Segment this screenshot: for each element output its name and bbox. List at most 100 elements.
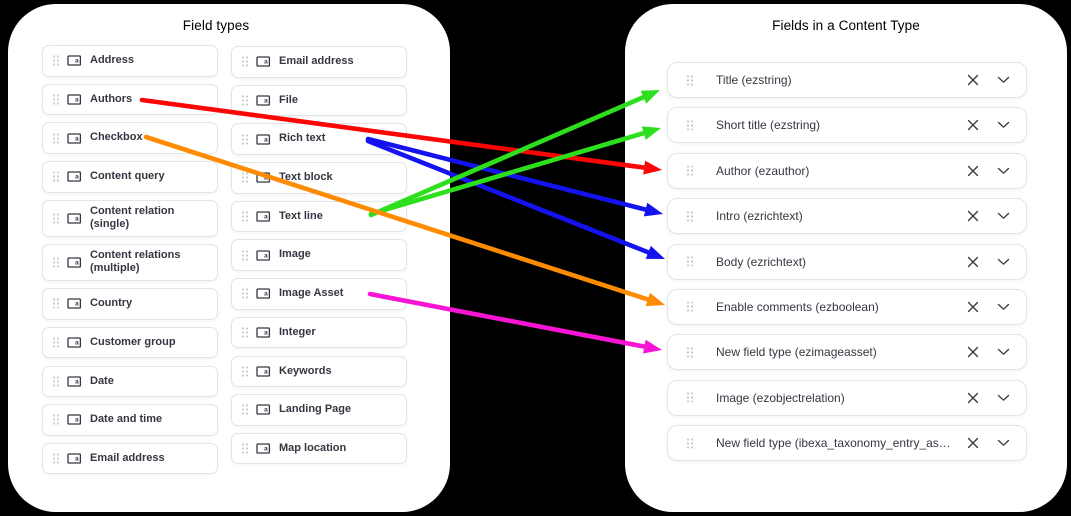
content-type-field-row[interactable]: Image (ezobjectrelation) xyxy=(667,379,1027,416)
content-type-field-row[interactable]: New field type (ezimageasset) xyxy=(667,334,1027,371)
field-type-item[interactable]: a Image xyxy=(231,239,407,271)
chevron-down-icon[interactable] xyxy=(996,300,1010,314)
svg-text:a: a xyxy=(264,330,268,337)
drag-handle-icon[interactable] xyxy=(52,297,60,310)
field-type-label: Date and time xyxy=(90,413,163,426)
drag-handle-icon[interactable] xyxy=(52,375,60,388)
chevron-down-icon[interactable] xyxy=(996,164,1010,178)
remove-field-button[interactable] xyxy=(966,118,980,132)
drag-handle-icon[interactable] xyxy=(52,170,60,183)
field-type-item[interactable]: a File xyxy=(231,84,407,117)
field-type-label: Checkbox xyxy=(90,131,143,144)
remove-field-button[interactable] xyxy=(966,391,980,405)
field-type-item[interactable]: a Authors xyxy=(42,83,218,116)
field-type-item[interactable]: a Content relations (multiple) xyxy=(42,243,218,281)
drag-handle-icon[interactable] xyxy=(52,54,60,67)
drag-handle-icon[interactable] xyxy=(52,336,60,349)
drag-handle-icon[interactable] xyxy=(52,413,60,426)
field-type-label: Text line xyxy=(279,209,323,222)
svg-text:a: a xyxy=(75,174,79,181)
drag-handle-icon[interactable] xyxy=(686,437,694,450)
field-type-label: File xyxy=(279,93,298,106)
field-type-item[interactable]: a Checkbox xyxy=(42,122,218,154)
field-type-label: Content relations (multiple) xyxy=(90,248,181,275)
field-type-item[interactable]: a Content query xyxy=(42,161,218,193)
remove-field-button[interactable] xyxy=(966,436,980,450)
svg-text:a: a xyxy=(75,97,79,104)
drag-handle-icon[interactable] xyxy=(686,74,694,87)
field-type-item[interactable]: a Landing Page xyxy=(231,394,407,426)
svg-text:a: a xyxy=(264,291,268,298)
drag-handle-icon[interactable] xyxy=(52,93,60,106)
svg-text:a: a xyxy=(264,252,268,259)
drag-handle-icon[interactable] xyxy=(241,94,249,107)
field-row-label: Short title (ezstring) xyxy=(716,118,821,133)
content-type-field-row[interactable]: Title (ezstring) xyxy=(667,62,1027,98)
drag-handle-icon[interactable] xyxy=(241,442,249,455)
svg-text:a: a xyxy=(75,260,79,267)
content-type-field-row[interactable]: Intro (ezrichtext) xyxy=(667,198,1027,235)
field-type-item[interactable]: a Customer group xyxy=(42,326,218,359)
remove-field-button[interactable] xyxy=(966,255,980,269)
field-type-label: Map location xyxy=(279,441,347,454)
chevron-down-icon[interactable] xyxy=(996,436,1010,450)
drag-handle-icon[interactable] xyxy=(686,119,694,132)
field-type-item[interactable]: a Date and time xyxy=(42,404,218,436)
drag-handle-icon[interactable] xyxy=(52,212,60,225)
field-type-item[interactable]: a Email address xyxy=(42,442,218,475)
content-type-field-row[interactable]: Body (ezrichtext) xyxy=(667,243,1027,280)
field-type-item[interactable]: a Content relation (single) xyxy=(42,199,218,237)
drag-handle-icon[interactable] xyxy=(241,55,249,68)
content-type-field-row[interactable]: Author (ezauthor) xyxy=(667,152,1027,189)
drag-handle-icon[interactable] xyxy=(241,326,249,339)
remove-field-button[interactable] xyxy=(966,164,980,178)
drag-handle-icon[interactable] xyxy=(241,249,249,262)
drag-handle-icon[interactable] xyxy=(241,133,249,146)
field-type-item[interactable]: a Date xyxy=(42,365,218,397)
drag-handle-icon[interactable] xyxy=(686,346,694,359)
field-type-item[interactable]: a Rich text xyxy=(231,123,407,155)
drag-handle-icon[interactable] xyxy=(241,287,249,300)
chevron-down-icon[interactable] xyxy=(996,73,1010,87)
field-type-icon: a xyxy=(256,133,271,146)
chevron-down-icon[interactable] xyxy=(996,209,1010,223)
svg-text:a: a xyxy=(264,136,268,143)
drag-handle-icon[interactable] xyxy=(241,403,249,416)
svg-text:a: a xyxy=(75,340,79,347)
drag-handle-icon[interactable] xyxy=(686,391,694,404)
chevron-down-icon[interactable] xyxy=(996,255,1010,269)
drag-handle-icon[interactable] xyxy=(241,210,249,223)
field-type-label: Image xyxy=(279,248,311,261)
field-type-item[interactable]: a Text block xyxy=(231,162,407,194)
chevron-down-icon[interactable] xyxy=(996,345,1010,359)
field-type-item[interactable]: a Text line xyxy=(231,200,407,233)
field-type-item[interactable]: a Integer xyxy=(231,316,407,349)
drag-handle-icon[interactable] xyxy=(686,300,694,313)
remove-field-button[interactable] xyxy=(966,209,980,223)
field-type-icon: a xyxy=(67,212,82,225)
chevron-down-icon[interactable] xyxy=(996,391,1010,405)
content-type-field-row[interactable]: New field type (ibexa_taxonomy_entry_ass… xyxy=(667,425,1027,462)
drag-handle-icon[interactable] xyxy=(52,256,60,269)
field-type-item[interactable]: a Map location xyxy=(231,432,407,465)
field-type-item[interactable]: a Keywords xyxy=(231,355,407,387)
field-type-item[interactable]: a Image Asset xyxy=(231,278,407,310)
drag-handle-icon[interactable] xyxy=(241,365,249,378)
drag-handle-icon[interactable] xyxy=(241,171,249,184)
field-type-item[interactable]: a Address xyxy=(42,45,218,77)
drag-handle-icon[interactable] xyxy=(686,255,694,268)
drag-handle-icon[interactable] xyxy=(52,452,60,465)
field-row-label: Enable comments (ezboolean) xyxy=(716,299,879,314)
drag-handle-icon[interactable] xyxy=(52,132,60,145)
chevron-down-icon[interactable] xyxy=(996,118,1010,132)
field-type-label: Content query xyxy=(90,170,165,183)
remove-field-button[interactable] xyxy=(966,73,980,87)
remove-field-button[interactable] xyxy=(966,300,980,314)
drag-handle-icon[interactable] xyxy=(686,210,694,223)
content-type-field-row[interactable]: Short title (ezstring) xyxy=(667,107,1027,144)
field-type-item[interactable]: a Country xyxy=(42,288,218,320)
remove-field-button[interactable] xyxy=(966,345,980,359)
drag-handle-icon[interactable] xyxy=(686,164,694,177)
field-type-item[interactable]: a Email address xyxy=(231,46,407,78)
content-type-field-row[interactable]: Enable comments (ezboolean) xyxy=(667,288,1027,325)
